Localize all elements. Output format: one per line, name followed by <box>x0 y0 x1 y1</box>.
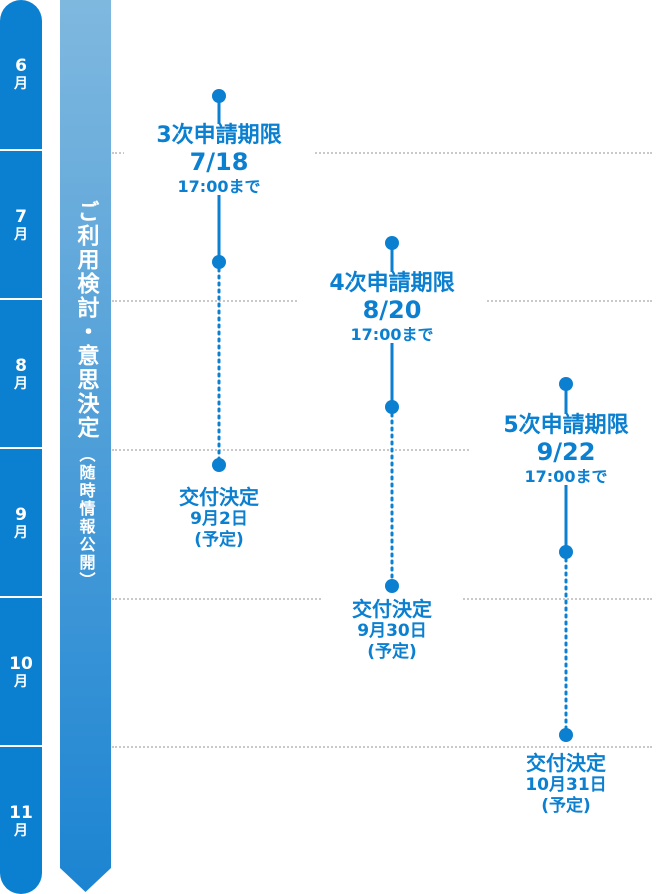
month-cell-august: 8 月 <box>0 298 42 449</box>
consideration-banner: ご利用検討・意思決定 （随時情報公開） <box>60 0 111 894</box>
month-unit: 月 <box>14 376 28 393</box>
round-3-deadline-label: 3次申請期限 7/18 17:00まで <box>124 123 314 196</box>
decision-note: (予定) <box>194 530 244 551</box>
round-4-start-dot <box>385 236 399 250</box>
month-number: 7 <box>15 206 27 227</box>
round-5-decision-dot <box>559 728 573 742</box>
round-4-decision-label: 交付決定 9月30日 (予定) <box>322 597 462 663</box>
month-unit: 月 <box>14 823 28 840</box>
round-5-start-dot <box>559 377 573 391</box>
month-unit: 月 <box>14 227 28 244</box>
month-number: 11 <box>9 802 33 823</box>
round-5-deadline-dot <box>559 545 573 559</box>
decision-date: 9月30日 <box>357 621 427 642</box>
month-guide-line <box>112 152 652 154</box>
month-number: 8 <box>15 355 27 376</box>
month-column: 6 月 7 月 8 月 9 月 10 月 11 月 <box>0 0 42 894</box>
deadline-title: 5次申請期限 <box>503 413 629 438</box>
month-cell-october: 10 月 <box>0 596 42 747</box>
month-unit: 月 <box>14 525 28 542</box>
round-3-decision-dot <box>212 458 226 472</box>
round-3-start-dot <box>212 89 226 103</box>
month-guide-line <box>112 449 652 451</box>
round-3-decision-label: 交付決定 9月2日 (予定) <box>149 485 289 551</box>
deadline-time: 17:00まで <box>177 176 261 196</box>
month-guide-line <box>112 746 652 748</box>
decision-note: (予定) <box>367 642 417 663</box>
month-cell-july: 7 月 <box>0 149 42 300</box>
round-4-deadline-dot <box>385 400 399 414</box>
decision-date: 10月31日 <box>525 775 607 796</box>
month-number: 6 <box>15 55 27 76</box>
deadline-date: 9/22 <box>536 437 596 466</box>
deadline-time: 17:00まで <box>350 324 434 344</box>
month-number: 9 <box>15 504 27 525</box>
month-unit: 月 <box>14 674 28 691</box>
month-unit: 月 <box>14 76 28 93</box>
deadline-time: 17:00まで <box>524 466 608 486</box>
deadline-date: 7/18 <box>189 147 249 176</box>
decision-title: 交付決定 <box>179 485 259 509</box>
deadline-title: 3次申請期限 <box>156 123 282 148</box>
round-5-decision-label: 交付決定 10月31日 (予定) <box>496 751 636 817</box>
month-cell-september: 9 月 <box>0 447 42 598</box>
banner-sub-text: （随時情報公開） <box>76 446 96 590</box>
decision-title: 交付決定 <box>526 751 606 775</box>
deadline-date: 8/20 <box>362 295 422 324</box>
decision-note: (予定) <box>541 796 591 817</box>
month-cell-november: 11 月 <box>0 745 42 894</box>
decision-date: 9月2日 <box>190 509 248 530</box>
month-number: 10 <box>9 653 33 674</box>
round-5-deadline-label: 5次申請期限 9/22 17:00まで <box>471 413 661 486</box>
banner-arrow-shape <box>60 0 111 892</box>
month-cell-june: 6 月 <box>0 0 42 149</box>
deadline-title: 4次申請期限 <box>329 271 455 296</box>
round-3-connector <box>212 89 226 472</box>
round-3-deadline-dot <box>212 255 226 269</box>
round-4-deadline-label: 4次申請期限 8/20 17:00まで <box>297 271 487 344</box>
banner-text: ご利用検討・意思決定 （随時情報公開） <box>60 200 111 590</box>
decision-title: 交付決定 <box>352 597 432 621</box>
banner-main-text: ご利用検討・意思決定 <box>73 200 99 440</box>
round-4-decision-dot <box>385 579 399 593</box>
